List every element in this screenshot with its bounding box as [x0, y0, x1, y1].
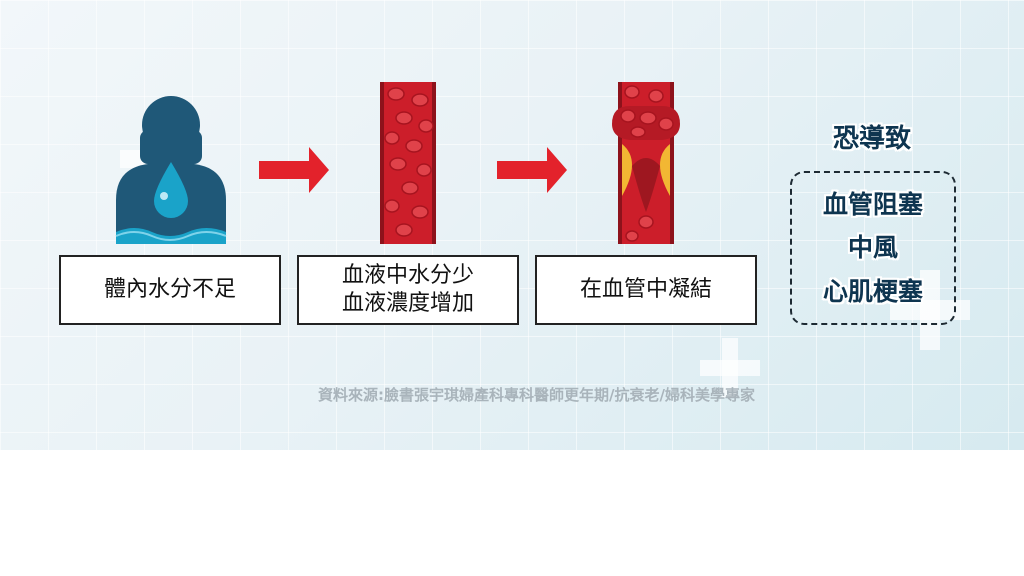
result-heading: 恐導致: [832, 124, 911, 154]
decor-plus: [722, 338, 738, 398]
step-text: 血液濃度增加: [341, 291, 474, 316]
step-box-dehydration: 體內水分不足: [59, 255, 281, 325]
result-item: 血管阻塞: [822, 189, 923, 219]
dense-blood-vessel-icon: [380, 82, 436, 244]
step-box-blood-concentration: 血液中水分少 血液濃度增加: [297, 255, 519, 325]
step-text: 在血管中凝結: [579, 277, 712, 302]
result-box: 血管阻塞 中風 心肌梗塞: [790, 171, 956, 325]
source-caption: 資料來源:臉書張宇琪婦產科專科醫師更年期/抗衰老/婦科美學專家: [318, 386, 755, 404]
step-text: 體內水分不足: [103, 277, 236, 302]
diagram-panel: 體內水分不足 血液中水分少 血液濃度增加 在血管中凝結 恐導致 血管阻塞 中風 …: [0, 0, 1024, 450]
step-box-clotting: 在血管中凝結: [535, 255, 757, 325]
arrow-right-icon: [497, 147, 567, 193]
decor-plus: [920, 270, 940, 350]
illustration-layer: [115, 82, 680, 244]
clotted-blood-vessel-icon: [612, 82, 680, 244]
step-text: 血液中水分少: [341, 263, 474, 288]
arrow-right-icon: [259, 147, 329, 193]
result-item: 中風: [847, 233, 898, 262]
result-item: 心肌梗塞: [822, 276, 923, 306]
dehydrated-person-icon: [115, 96, 227, 244]
